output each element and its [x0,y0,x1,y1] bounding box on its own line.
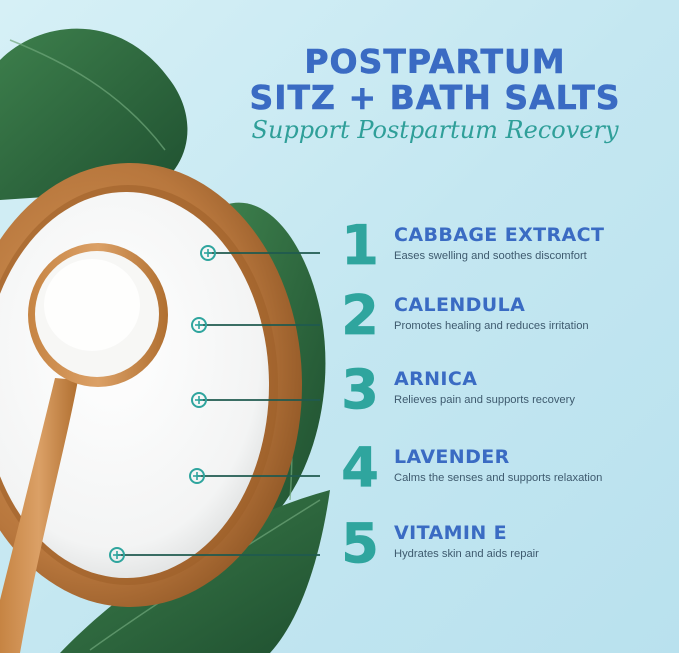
ingredient-item-5: 5 VITAMIN E Hydrates skin and aids repai… [338,512,673,576]
ingredient-number: 4 [341,436,379,499]
headline-line-1: POSTPARTUM [304,42,566,81]
ingredient-name: LAVENDER [394,446,510,468]
ingredient-item-2: 2 CALENDULA Promotes healing and reduces… [338,284,673,348]
callout-2 [191,317,320,333]
ingredient-item-3: 3 ARNICA Relieves pain and supports reco… [338,358,673,422]
callout-4 [189,468,320,484]
ingredient-description: Eases swelling and soothes discomfort [394,250,587,262]
ingredient-item-1: 1 CABBAGE EXTRACT Eases swelling and soo… [338,214,673,278]
subtitle: Support Postpartum Recovery [251,116,619,144]
ingredient-item-4: 4 LAVENDER Calms the senses and supports… [338,436,673,500]
callout-3 [191,392,320,408]
wooden-spoon [0,243,168,653]
headline-line-2: SITZ + BATH SALTS [249,78,621,117]
callout-5 [109,547,320,563]
ingredient-description: Relieves pain and supports recovery [394,394,575,406]
monstera-leaf-top [0,28,188,200]
callout-1 [200,245,320,261]
ingredient-name: CABBAGE EXTRACT [394,224,605,246]
ingredient-description: Promotes healing and reduces irritation [394,320,589,332]
ingredient-description: Hydrates skin and aids repair [394,548,539,560]
ingredient-name: VITAMIN E [394,522,508,544]
ingredient-name: CALENDULA [394,294,526,316]
ingredient-number: 3 [341,358,379,421]
ingredient-number: 1 [341,214,379,277]
ingredient-description: Calms the senses and supports relaxation [394,472,603,484]
ingredient-name: ARNICA [394,368,478,390]
ingredient-number: 5 [341,512,379,575]
ingredient-number: 2 [341,284,379,347]
